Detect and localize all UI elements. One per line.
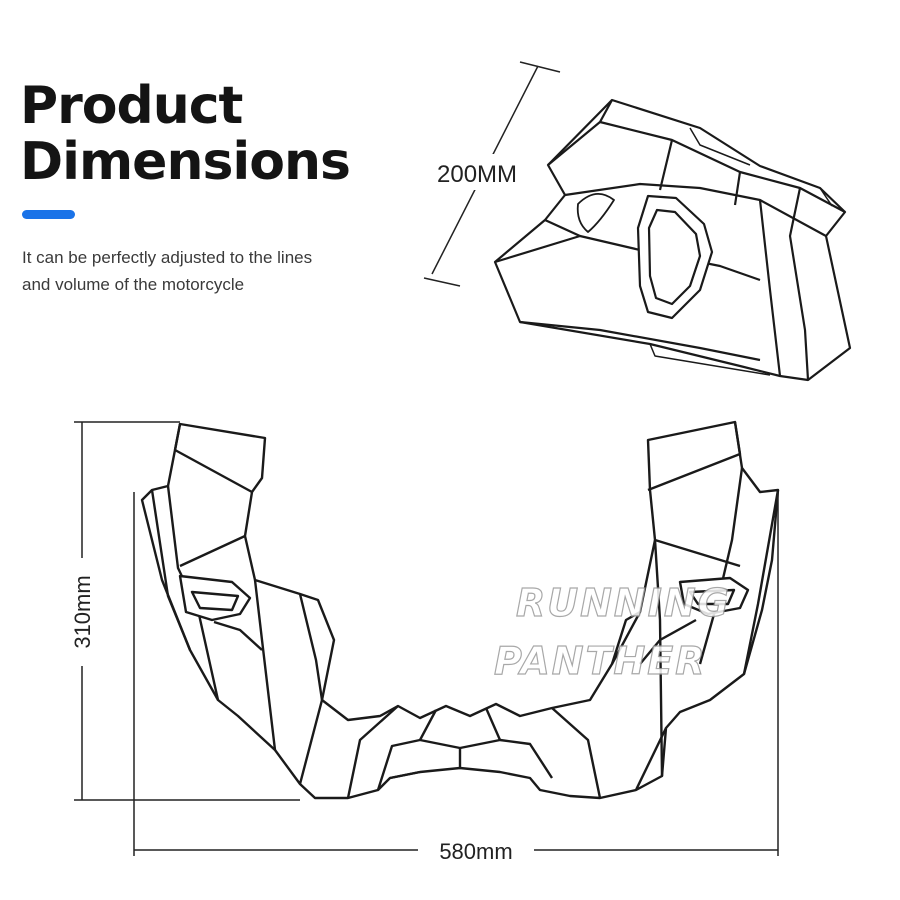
- watermark: RUNNING PANTHER: [493, 580, 731, 683]
- watermark-line-2: PANTHER: [494, 639, 707, 683]
- depth-dimension-label-bg: [432, 154, 540, 190]
- width-dimension-indicator: [133, 492, 779, 856]
- watermark-line-1: RUNNING: [516, 581, 731, 625]
- subtitle-line-1: It can be perfectly adjusted to the line…: [22, 248, 313, 267]
- title-line-2: Dimensions: [20, 132, 351, 192]
- depth-dimension-label: 200MM: [437, 161, 517, 188]
- subtitle: It can be perfectly adjusted to the line…: [22, 244, 382, 298]
- side-view-drawing: [493, 98, 852, 382]
- accent-bar: [22, 210, 75, 219]
- subtitle-line-2: and volume of the motorcycle: [22, 275, 245, 294]
- title-line-1: Product: [20, 76, 243, 136]
- height-dimension-indicator: [74, 421, 300, 801]
- page-title: Product Dimensions: [20, 76, 351, 192]
- width-dimension-label: 580mm: [439, 839, 512, 864]
- height-dimension-label: 310mm: [70, 575, 95, 648]
- front-view-drawing: [140, 420, 780, 800]
